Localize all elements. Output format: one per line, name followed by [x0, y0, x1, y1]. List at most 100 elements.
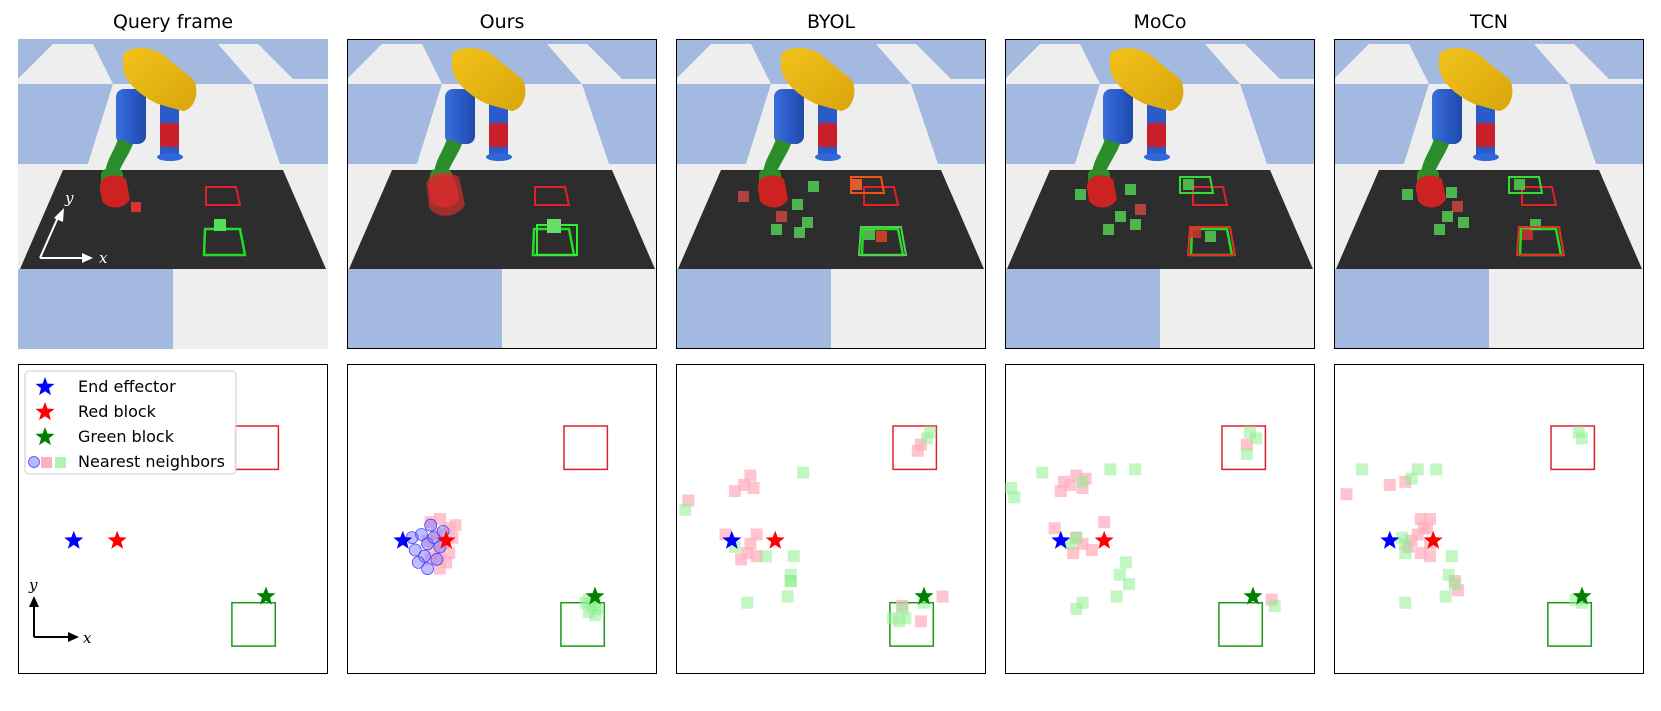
neighbor-ee: [421, 562, 434, 576]
floor-tile: [1005, 84, 1100, 164]
neighbor-block: [1530, 219, 1541, 230]
robot-shoulder: [1439, 47, 1513, 111]
neighbor-green: [1268, 599, 1281, 612]
floor-tile: [916, 44, 986, 79]
robot-link-upper: [445, 89, 475, 144]
green-block-star: [1572, 586, 1592, 605]
neighbor-green: [1240, 447, 1253, 460]
neighbor-block: [1135, 204, 1146, 215]
red-target-blur: [1508, 176, 1544, 194]
neighbor-block: [776, 211, 787, 222]
neighbor-red: [728, 485, 741, 498]
neighbor-green: [1399, 596, 1412, 609]
neighbor-ee: [430, 552, 444, 566]
legend-star-2: [35, 427, 55, 446]
red-target-outline: [563, 425, 609, 471]
robot-gripper: [757, 175, 788, 208]
floor-tile: [911, 84, 986, 164]
red-target-blur: [850, 176, 886, 194]
plot-panel-moco: [1005, 364, 1315, 674]
neighbor-green: [887, 612, 899, 625]
neighbor-green: [1070, 602, 1083, 615]
neighbor-green: [1036, 466, 1049, 479]
neighbor-red: [914, 615, 927, 628]
floor-tile: [347, 44, 382, 79]
title-query-frame: Query frame: [113, 11, 233, 33]
green-block-star: [256, 586, 276, 605]
plot-axis-indicator: y x: [28, 576, 92, 647]
neighbor-block: [738, 191, 749, 202]
neighbor-block: [771, 224, 782, 235]
neighbor-green: [1445, 550, 1458, 563]
neighbor-red: [1424, 550, 1437, 563]
table-surface: [20, 170, 326, 269]
neighbor-green: [1442, 568, 1455, 581]
neighbor-red: [443, 547, 456, 560]
red-block-star: [765, 530, 785, 549]
floor-tile: [18, 269, 173, 349]
floor-tile: [1005, 39, 1315, 44]
neighbor-red: [1067, 547, 1080, 560]
neighbor-red: [1048, 522, 1061, 535]
floor-tile: [347, 269, 502, 349]
neighbor-green: [1411, 463, 1424, 476]
end-effector-star: [1380, 530, 1400, 549]
floor-tile: [676, 84, 771, 164]
robot-link-upper: [1432, 89, 1462, 144]
floor-tile: [676, 269, 831, 349]
red-target-outline: [1550, 425, 1596, 471]
floor-tile: [582, 84, 657, 164]
neighbor-red: [1085, 544, 1098, 556]
plot-axis-label-x: x: [83, 629, 92, 647]
neighbor-red: [738, 478, 751, 491]
neighbor-red: [735, 553, 748, 566]
robot-joint: [818, 123, 837, 147]
neighbor-green: [759, 550, 772, 563]
neighbor-block: [1103, 224, 1114, 235]
green-block: [547, 219, 561, 233]
neighbor-green: [1576, 432, 1588, 445]
panel-frame: [347, 39, 657, 349]
title-moco: MoCo: [1134, 11, 1187, 33]
neighbor-red: [1340, 488, 1353, 501]
neighbor-green: [1008, 491, 1021, 504]
neighbor-red: [750, 528, 763, 541]
floor-tile: [253, 84, 328, 164]
robot-base: [157, 153, 183, 161]
neighbor-block: [1446, 187, 1457, 198]
neighbor-block: [1458, 217, 1469, 228]
title-tcn: TCN: [1469, 11, 1508, 33]
neighbor-block: [1402, 189, 1413, 200]
neighbor-block: [808, 181, 819, 192]
red-target-outline: [892, 425, 938, 471]
floor-tile: [1569, 84, 1644, 164]
neighbor-green: [1405, 472, 1418, 485]
floor-tile: [18, 44, 53, 79]
robot-gripper-blur: [426, 172, 465, 216]
scene-panel-moco: [1005, 39, 1315, 349]
neighbor-green: [1110, 590, 1123, 603]
neighbor-red: [747, 482, 760, 494]
neighbor-red: [682, 494, 695, 507]
floor-tile: [1334, 269, 1489, 349]
neighbor-ee: [408, 543, 422, 557]
neighbor-green: [1119, 556, 1132, 569]
neighbor-block: [851, 179, 862, 190]
floor-tile: [1005, 44, 1040, 79]
table-surface: [678, 170, 984, 269]
neighbor-green: [1448, 578, 1461, 591]
robot-gripper: [1415, 175, 1446, 208]
neighbor-red: [1414, 513, 1427, 525]
red-target-square: [534, 186, 571, 206]
green-target-outline: [231, 601, 277, 647]
neighbor-block: [1190, 227, 1201, 238]
neighbor-red: [1064, 478, 1077, 491]
neighbor-green: [1104, 463, 1117, 476]
robot-link-upper: [774, 89, 804, 144]
neighbor-block: [1183, 179, 1194, 190]
robot-link-upper: [1103, 89, 1133, 144]
robot-gripper: [1086, 175, 1117, 208]
neighbor-block: [1514, 179, 1525, 190]
neighbor-green: [1355, 463, 1368, 476]
neighbor-block: [1115, 211, 1126, 222]
